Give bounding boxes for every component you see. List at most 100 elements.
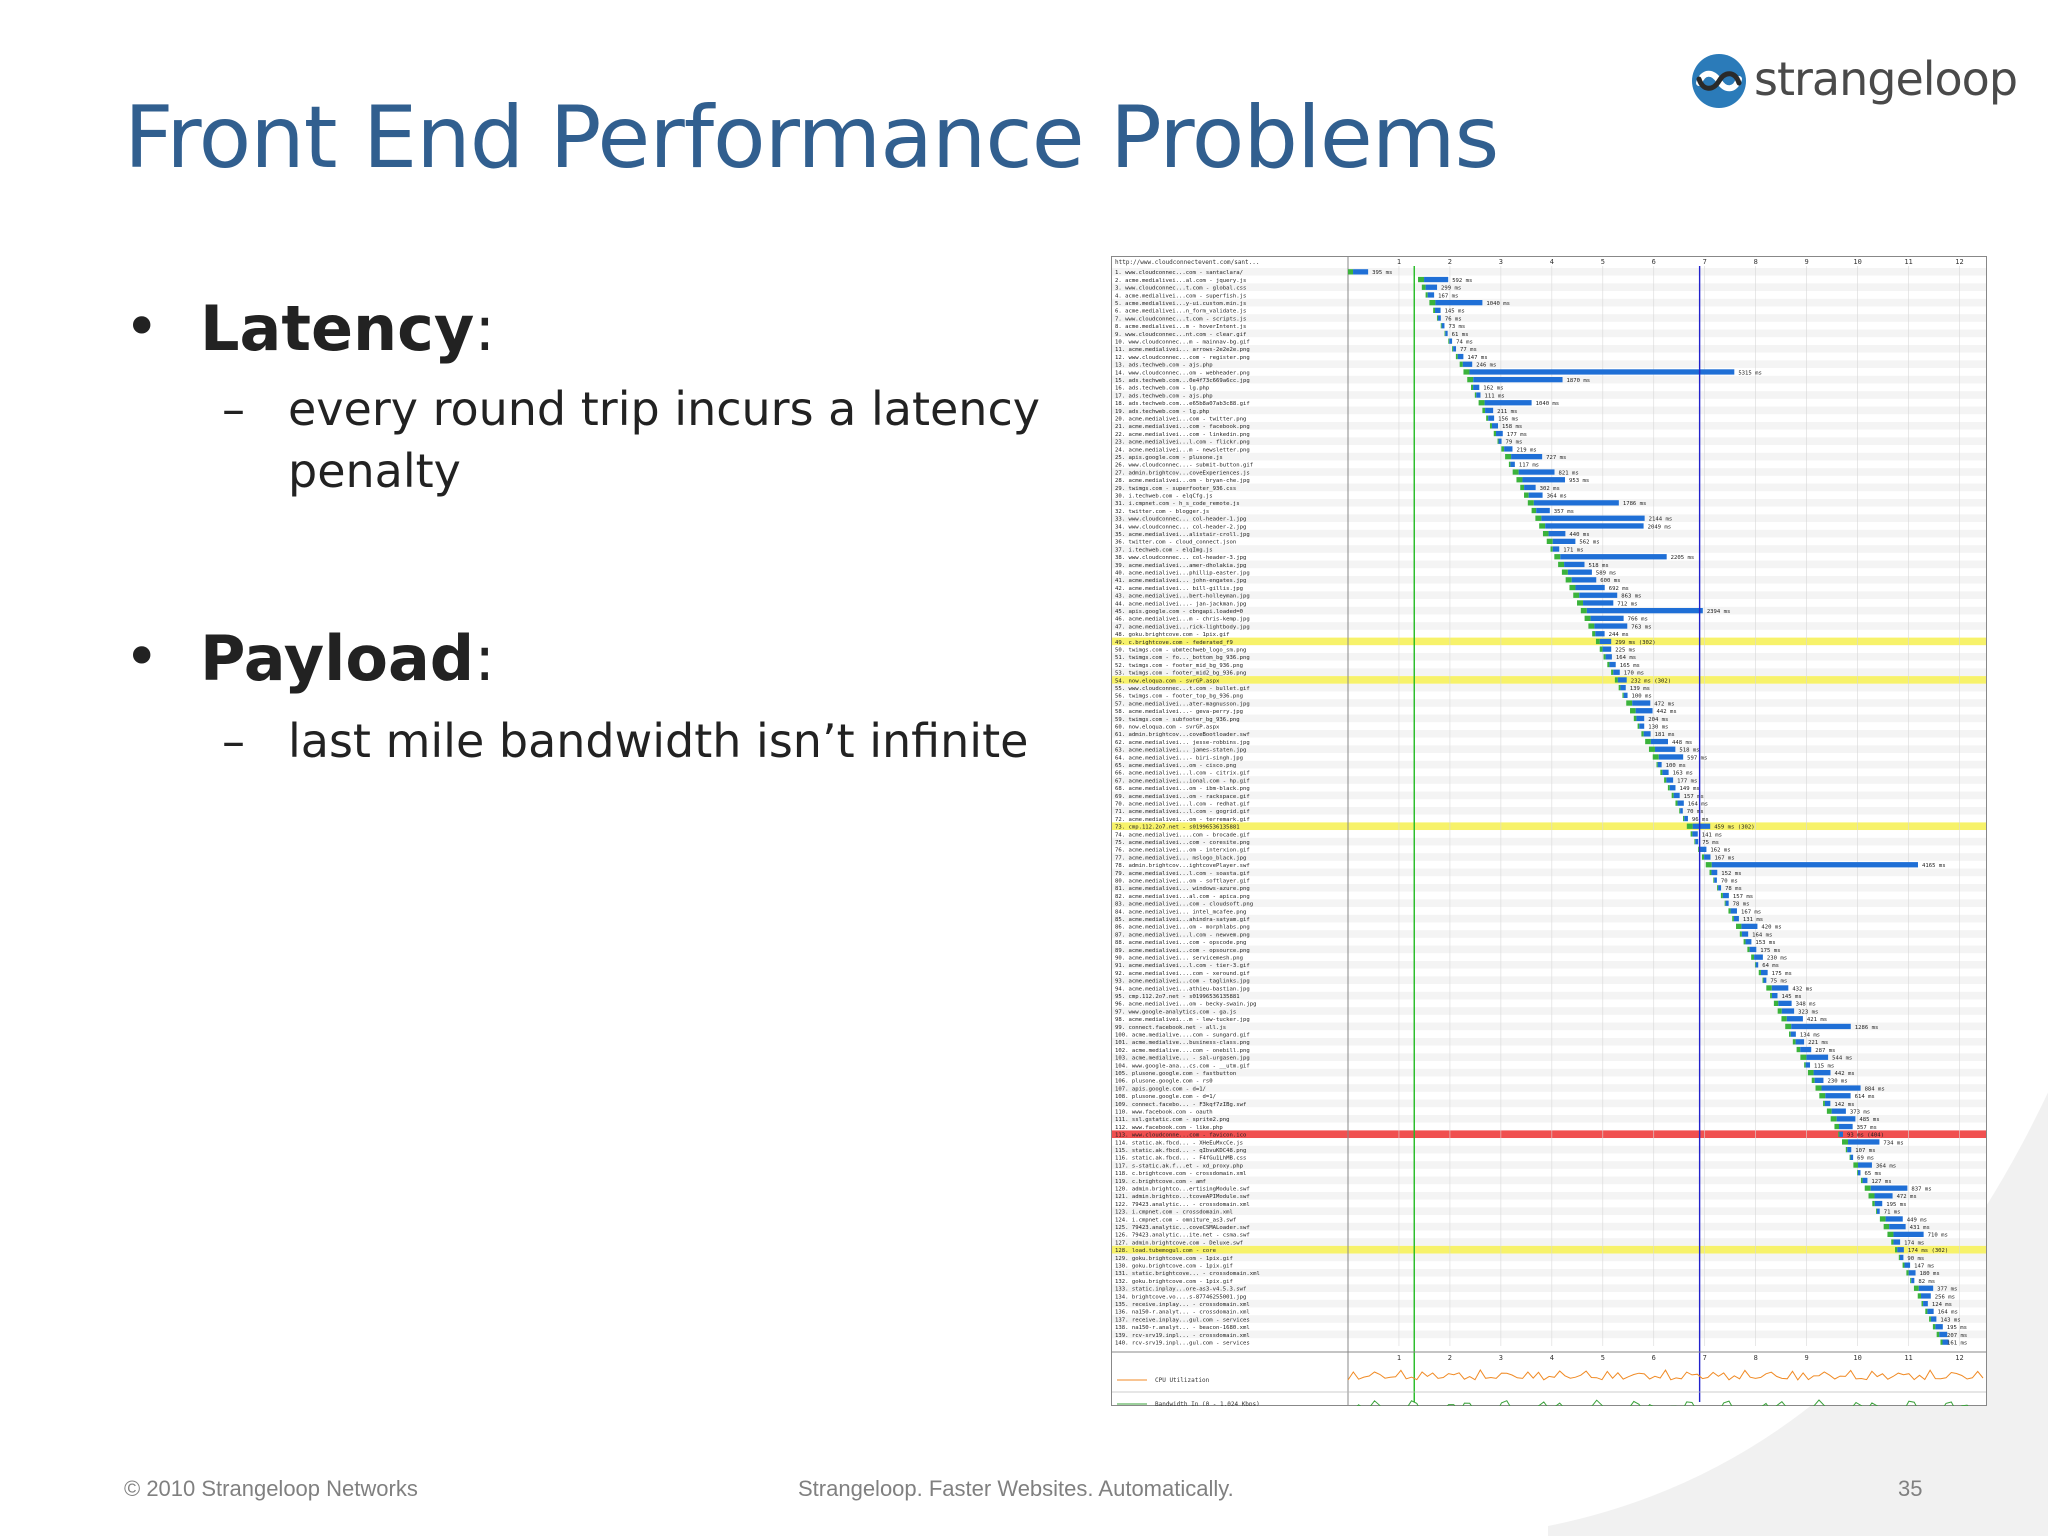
request-bar-ttfb	[1607, 661, 1610, 668]
request-bar-download	[1704, 854, 1711, 860]
request-bar-ttfb	[1452, 346, 1454, 352]
request-row-bg	[1112, 1053, 1986, 1062]
request-time-label: 2394 ms	[1707, 609, 1731, 615]
request-bar-download	[1711, 862, 1918, 868]
request-time-label: 448 ms	[1672, 740, 1692, 746]
request-row-bg	[1112, 814, 1986, 823]
request-url-label: 46. acme.medialivei...m - chris-kemp.jpg	[1115, 617, 1250, 623]
scale-tick-label: 1	[1397, 258, 1401, 266]
request-time-label: 225 ms	[1615, 648, 1635, 654]
scale-tick-label-bottom: 1	[1397, 1354, 1401, 1362]
request-url-label: 115. static.ak.fbcd... - qIbvuKDC48.png	[1115, 1148, 1246, 1154]
request-row-bg	[1112, 429, 1986, 438]
request-bar-ttfb	[1611, 669, 1614, 675]
request-bar-download	[1790, 1031, 1796, 1037]
request-time-label: 195 ms	[1947, 1325, 1967, 1331]
request-time-label: 177 ms	[1677, 778, 1697, 784]
request-time-label: 431 ms	[1910, 1225, 1930, 1231]
request-url-label: 54. now.eloqua.com - svrGP.aspx	[1115, 678, 1220, 684]
request-time-label: 459 ms (302)	[1714, 825, 1754, 831]
scale-tick-label: 2	[1448, 258, 1452, 266]
request-bar-download	[1857, 1170, 1861, 1176]
request-time-label: 299 ms (302)	[1615, 640, 1655, 646]
request-row-bg	[1112, 791, 1986, 800]
request-time-label: 181 ms	[1655, 732, 1675, 738]
request-time-label: 420 ms	[1761, 925, 1781, 931]
request-bar-ttfb	[1845, 1147, 1848, 1153]
request-bar-download	[1462, 361, 1473, 367]
request-row-bg	[1112, 961, 1986, 969]
request-row-bg	[1112, 583, 1986, 592]
request-url-label: 112. www.facebook.com - like.php	[1115, 1125, 1223, 1131]
request-url-label: 15. ads.techweb.com...0e4f73c669a6cc.jpg	[1115, 378, 1250, 384]
request-url-label: 53. twimgs.com - footer_mid2_bg_936.png	[1115, 671, 1246, 677]
request-row-bg	[1112, 1030, 1986, 1038]
request-time-label: 177 ms	[1507, 432, 1527, 438]
request-bar-ttfb	[1436, 315, 1438, 321]
request-bar-ttfb	[1838, 1131, 1840, 1137]
request-bar-download	[1923, 1301, 1928, 1307]
request-time-label: 164 ms	[1688, 802, 1708, 808]
request-url-label: 19. ads.techweb.com - lg.php	[1115, 409, 1210, 415]
request-bar-download	[1749, 946, 1757, 953]
request-row-bg	[1112, 1099, 1986, 1108]
request-bar-download	[1650, 738, 1668, 745]
request-bar-ttfb	[1448, 338, 1450, 344]
request-url-label: 98. acme.medialivei...m - lew-tucker.jpg	[1115, 1017, 1250, 1023]
bullet-heading-colon: :	[474, 292, 496, 365]
request-url-label: 29. twimgs.com - superfooter_936.css	[1115, 486, 1236, 492]
request-bar-download	[1730, 908, 1737, 914]
request-url-label: 70. acme.medialivei...l.com - redhat.gif	[1115, 802, 1250, 808]
request-time-label: 421 ms	[1807, 1017, 1827, 1023]
request-row-bg	[1112, 807, 1986, 815]
request-bar-download	[1427, 292, 1435, 298]
request-bar-download	[1806, 1054, 1829, 1060]
request-time-label: 1786 ms	[1623, 501, 1647, 507]
request-bar-ttfb	[1588, 623, 1595, 629]
request-url-label: 138. na150-r.analyt... - beacon-1680.xml	[1115, 1325, 1250, 1331]
request-url-label: 65. acme.medialivei...om - cisco.png	[1115, 763, 1236, 769]
request-bar-ttfb	[1645, 738, 1651, 745]
request-row-bg	[1112, 783, 1986, 792]
request-bar-ttfb	[1675, 800, 1678, 806]
request-row-bg	[1112, 776, 1986, 784]
request-url-label: 119. c.brightcove.com - amf	[1115, 1179, 1206, 1185]
request-bar-ttfb	[1929, 1316, 1931, 1322]
request-bar-download	[1564, 561, 1585, 568]
request-row-bg	[1112, 1238, 1986, 1246]
scale-tick-label-bottom: 2	[1448, 1354, 1452, 1362]
request-time-label: 134 ms	[1800, 1033, 1820, 1039]
request-time-label: 230 ms	[1767, 956, 1787, 962]
request-bar-ttfb	[1561, 569, 1568, 575]
request-time-label: 766 ms	[1628, 617, 1648, 623]
request-bar-download	[1504, 446, 1513, 452]
request-bar-download	[1684, 815, 1688, 822]
request-row-bg	[1112, 1222, 1986, 1231]
request-row-bg	[1112, 460, 1986, 469]
request-url-label: 79. acme.medialivei...l.com - soasta.gif	[1115, 871, 1250, 877]
request-time-label: 432 ms	[1792, 986, 1812, 992]
request-row-bg	[1112, 899, 1986, 908]
request-url-label: 23. acme.medialivei...l.com - flickr.png	[1115, 440, 1250, 446]
request-bar-download	[1800, 1046, 1812, 1053]
request-time-label: 357 ms	[1857, 1125, 1877, 1131]
request-bar-ttfb	[1482, 407, 1486, 414]
request-time-label: 204 ms	[1648, 717, 1668, 723]
scale-tick-label-bottom: 7	[1703, 1354, 1707, 1362]
request-url-label: 32. twitter.com - blogger.js	[1115, 509, 1209, 515]
request-time-label: 164 ms	[1616, 655, 1636, 661]
request-time-label: 2205 ms	[1671, 555, 1695, 561]
request-url-label: 2. acme.medialivei...al.com - jquery.js	[1115, 278, 1246, 284]
request-time-label: 153 ms	[1755, 940, 1775, 946]
request-time-label: 64 ms	[1762, 963, 1779, 969]
request-bar-ttfb	[1683, 815, 1685, 822]
request-url-label: 44. acme.medialivei...- jan-jackman.jpg	[1115, 601, 1246, 607]
request-time-label: 442 ms	[1834, 1071, 1854, 1077]
request-row-bg	[1112, 1084, 1986, 1092]
request-time-label: 130 ms	[1648, 725, 1668, 731]
request-row-bg	[1112, 637, 1986, 646]
request-row-bg	[1112, 930, 1986, 938]
request-bar-download	[1836, 1116, 1856, 1122]
request-row-bg	[1112, 853, 1986, 861]
request-bar-ttfb	[1486, 415, 1489, 421]
